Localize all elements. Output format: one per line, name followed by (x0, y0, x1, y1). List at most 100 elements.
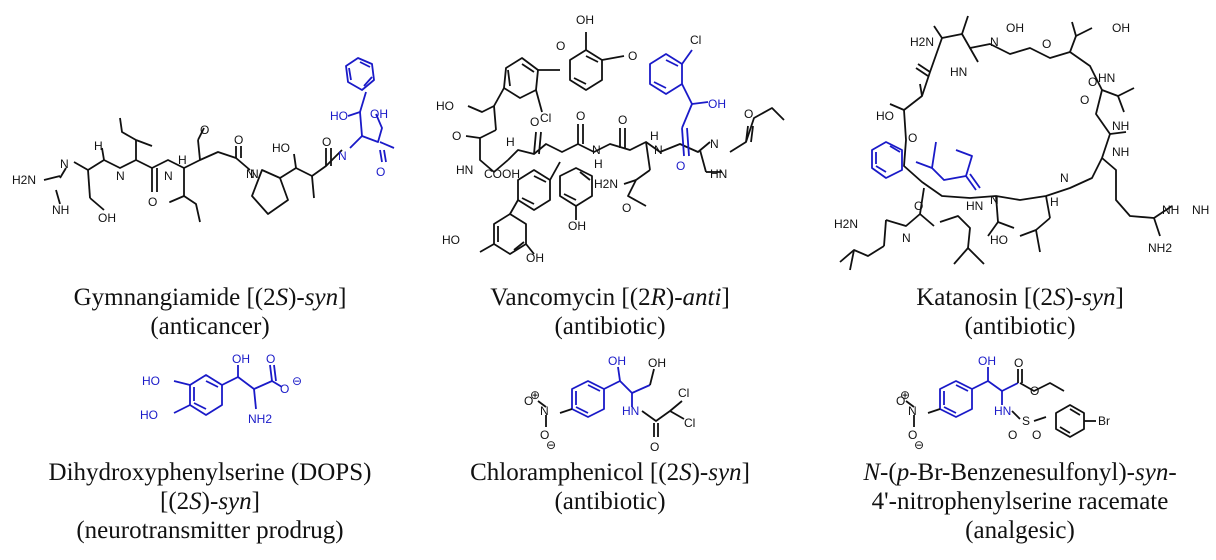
atom-label: OH (648, 356, 666, 370)
atom-label: HN (950, 65, 967, 79)
vancomycin-caption: Vancomycin [(2R)-anti] (antibiotic) (430, 283, 790, 341)
atom-label: H (1050, 195, 1059, 209)
atom-label: O (908, 131, 917, 145)
dops-structure: HO OH HO O O ⊖ NH2 (140, 352, 302, 426)
caption-line: N-(p-Br-Benzenesulfonyl)-syn- (863, 459, 1177, 486)
atom-label: O (148, 195, 157, 209)
atom-label: H2N (594, 177, 618, 191)
atom-label: NH2 (248, 412, 272, 426)
atom-label: N (246, 167, 255, 181)
chloramphenicol-caption: Chloramphenicol [(2S)-syn] (antibiotic) (430, 458, 790, 516)
katanosin-structure: OH OH H2N N O HN O HN NH HO O O NH H2N N… (834, 15, 1209, 271)
atom-label: O (628, 49, 637, 63)
atom-label: OH (978, 354, 996, 368)
caption-line: Gymnangiamide [(2S)-syn] (73, 284, 347, 311)
atom-label: O (280, 382, 289, 396)
nitrophenylserine-structure: OH O O O N ⊕ O ⊖ HN S O O Br (896, 354, 1110, 452)
atom-label: NH (1162, 203, 1179, 217)
atom-label: N (710, 137, 719, 151)
activity-label: (anticancer) (150, 313, 270, 340)
atom-label: OH (526, 251, 544, 265)
atom-label: O (622, 201, 631, 215)
atom-label: N (338, 149, 347, 163)
caption-line: Vancomycin [(2R)-anti] (490, 284, 730, 311)
caption-line: 4'-nitrophenylserine racemate (871, 488, 1169, 515)
atom-label: OH (1112, 21, 1130, 35)
atom-label: OH (568, 219, 586, 233)
atom-label: NH (52, 203, 69, 217)
atom-label: H (650, 129, 659, 143)
atom-label: HN (622, 404, 639, 418)
atom-label: ⊖ (914, 438, 924, 452)
atom-label: O (530, 115, 539, 129)
activity-label: (antibiotic) (554, 313, 666, 340)
atom-label: OH (608, 354, 626, 368)
atom-label: O (896, 394, 905, 408)
atom-label: N (540, 404, 549, 418)
atom-label: H2N (910, 35, 934, 49)
atom-label: HO (330, 109, 348, 123)
atom-label: N (990, 35, 999, 49)
atom-label: O (376, 165, 385, 179)
caption-line: Dihydroxyphenylserine (DOPS) (48, 459, 372, 486)
atom-label: ⊖ (546, 438, 556, 452)
gymnangiamide-structure: H2N N NH H N OH O N H O N O N HO O HO N … (12, 57, 395, 225)
atom-label: H2N (834, 217, 858, 231)
atom-label: N (116, 169, 125, 183)
atom-label: O (452, 129, 461, 143)
atom-label: N (250, 167, 259, 181)
atom-label: O (200, 123, 209, 137)
vancomycin-structure: O OH O Cl HO Cl OH O O O N H O H N H N H… (436, 13, 785, 265)
atom-label: OH (708, 97, 726, 111)
nitrophenylserine-caption: N-(p-Br-Benzenesulfonyl)-syn- 4'-nitroph… (830, 458, 1210, 545)
chloramphenicol-structure: OH OH Cl Cl O N ⊕ O ⊖ HN O (524, 354, 695, 454)
atom-label: HO (436, 99, 454, 113)
atom-label: N (990, 193, 999, 207)
caption-line: Chloramphenicol [(2S)-syn] (470, 459, 750, 486)
atom-label: O (618, 113, 627, 127)
atom-label: O (266, 352, 275, 366)
atom-label: H (506, 135, 515, 149)
atom-label: O (1088, 75, 1097, 89)
atom-label: O (1042, 37, 1051, 51)
atom-label: NH (1112, 119, 1129, 133)
atom-label: OH (98, 211, 116, 225)
atom-label: O (676, 159, 685, 173)
activity-label: (antibiotic) (964, 313, 1076, 340)
atom-label: H2N (12, 173, 36, 187)
atom-label: HO (442, 233, 460, 247)
atom-label: O (650, 440, 659, 454)
atom-label: Br (1098, 414, 1110, 428)
atom-label: O (908, 428, 917, 442)
atom-label: N (908, 404, 917, 418)
caption-line: Katanosin [(2S)-syn] (916, 284, 1124, 311)
atom-label: NH2 (1148, 241, 1172, 255)
atom-label: OH (576, 13, 594, 27)
atom-label: HN (1098, 71, 1115, 85)
atom-label: HO (990, 233, 1008, 247)
atom-label: OH (370, 107, 388, 121)
atom-label: H (178, 153, 187, 167)
atom-label: O (524, 394, 533, 408)
atom-label: O (744, 107, 753, 121)
atom-label: OH (1006, 21, 1024, 35)
atom-label: HO (140, 408, 158, 422)
atom-label: N (164, 169, 173, 183)
atom-label: N (1060, 171, 1069, 185)
atom-label: HO (272, 141, 290, 155)
atom-label: O (322, 135, 331, 149)
atom-label: ⊕ (530, 388, 540, 402)
atom-label: Cl (678, 386, 689, 400)
activity-label: (antibiotic) (554, 488, 666, 515)
atom-label: N (902, 231, 911, 245)
atom-label: HN (966, 199, 983, 213)
atom-label: O (234, 133, 243, 147)
atom-label: Cl (684, 416, 695, 430)
atom-label: HO (142, 374, 160, 388)
gymnangiamide-caption: Gymnangiamide [(2S)-syn] (anticancer) (40, 283, 380, 341)
atom-label: HN (994, 404, 1011, 418)
atom-label: H (594, 157, 603, 171)
atom-label: N (654, 143, 663, 157)
atom-label: NH (1192, 203, 1209, 217)
atom-label: O (1014, 356, 1023, 370)
